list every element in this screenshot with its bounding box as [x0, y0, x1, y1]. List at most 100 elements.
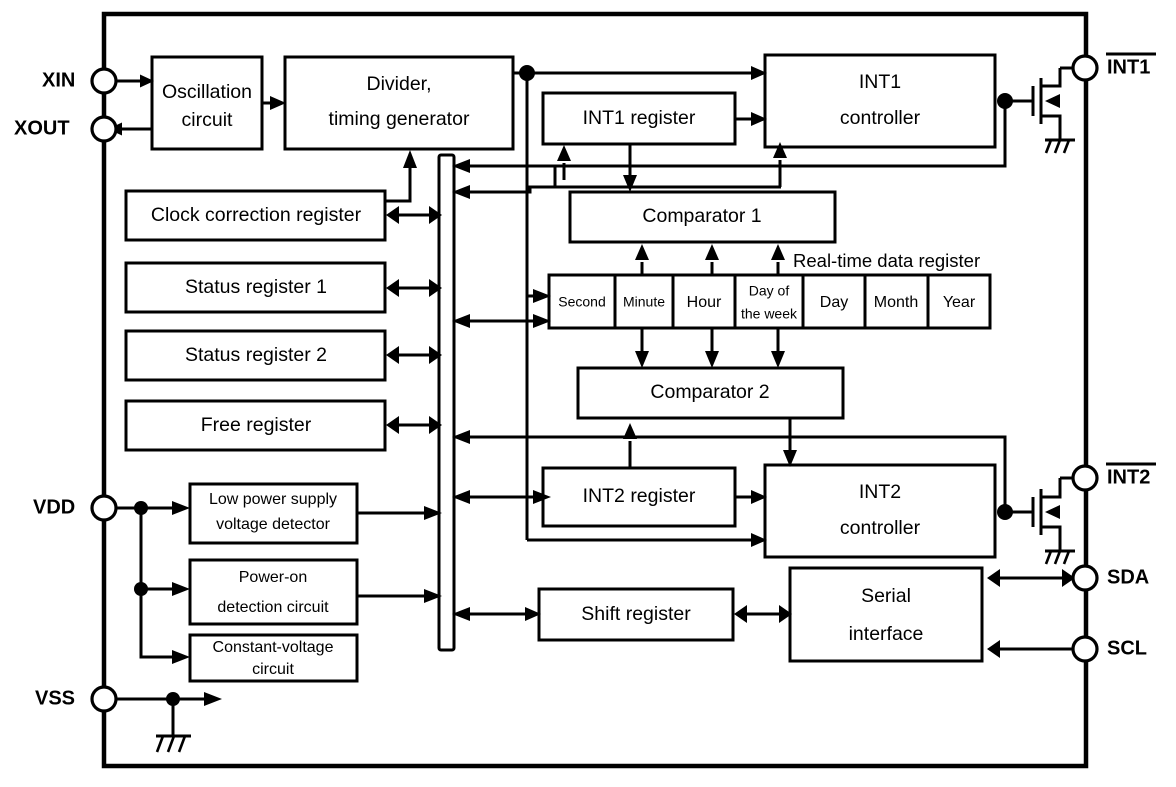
label-int2-register: INT2 register: [583, 485, 696, 507]
label-rtc-month: Month: [874, 294, 918, 311]
block-free-register: [124, 399, 387, 452]
arrow-hour-to-comp2: [705, 351, 719, 368]
arrow-int2ctrl-feedback-to-bus: [452, 430, 470, 444]
arrow-int1ctrl-feedback-to-bus: [452, 159, 470, 173]
transistor-arrow-int2: [1045, 505, 1060, 519]
arrow-int2reg-to-comp2: [623, 423, 637, 439]
pin-label-sda: SDA: [1107, 566, 1149, 588]
label-real-time-data-register: Real-time data register: [793, 250, 980, 271]
block-int2-controller: [763, 463, 997, 559]
label-rtc-second: Second: [558, 294, 605, 310]
int1-output-transistor: [1005, 68, 1075, 154]
label-serial-interface-line2: interface: [849, 623, 924, 645]
label-oscillation-line1: Oscillation: [162, 81, 252, 103]
label-int1-register: INT1 register: [583, 107, 696, 129]
pin-scl[interactable]: [1071, 635, 1099, 663]
label-rtc-day: Day: [820, 294, 848, 311]
pin-int1[interactable]: [1071, 54, 1099, 82]
arrow-free-right: [429, 416, 442, 434]
arrow-status1-right: [429, 279, 442, 297]
arrow-status2-right: [429, 346, 442, 364]
rtc-cell-month: [863, 273, 930, 330]
block-status-register-2: [124, 329, 387, 382]
label-low-power-line2: voltage detector: [216, 516, 331, 533]
label-low-power-line1: Low power supply: [209, 491, 337, 508]
pin-label-xout: XOUT: [14, 117, 70, 139]
arrow-bus-int2reg-left: [452, 490, 470, 504]
label-const-volt-line1: Constant-voltage: [213, 639, 334, 656]
arrow-int2reg-to-ctrl: [751, 490, 767, 504]
arrow-sda-out: [1062, 569, 1075, 587]
label-int1-controller-line2: controller: [840, 107, 921, 129]
block-low-power-supply-voltage-detector: [188, 482, 359, 545]
pin-vdd[interactable]: [90, 494, 118, 522]
arrow-status2-left: [386, 346, 399, 364]
label-clock-correction-register: Clock correction register: [151, 204, 362, 226]
label-power-on-line1: Power-on: [239, 569, 307, 586]
label-serial-interface-line1: Serial: [861, 585, 911, 607]
block-oscillation-circuit: [150, 55, 264, 151]
arrow-vdd-to-poweron: [172, 582, 190, 596]
pin-vss[interactable]: [90, 685, 118, 713]
pin-xin[interactable]: [90, 67, 118, 95]
arrow-minute-to-comp1: [635, 244, 649, 260]
block-status-register-1: [124, 261, 387, 314]
arrow-feedback2-to-bus: [452, 185, 470, 199]
arrow-comp2-to-int2ctrl: [783, 450, 797, 467]
arrow-clockcorr-left: [386, 206, 399, 224]
wire-vdd-to-constvolt: [139, 589, 176, 659]
rtc-cell-year: [926, 273, 992, 330]
arrow-bus-shiftreg-left: [452, 607, 470, 621]
arrow-vdd-to-lowpower: [172, 501, 190, 515]
pin-label-int2: INT2: [1107, 466, 1150, 488]
arrow-clockcorr-right: [429, 206, 442, 224]
internal-bus: [437, 153, 456, 652]
arrow-bus-rtc-right: [533, 314, 551, 328]
arrow-int1reg-to-ctrl: [751, 112, 767, 126]
pin-xout[interactable]: [90, 115, 118, 143]
wire-int1ctrl-feedback: [464, 101, 1007, 168]
arrow-clock-to-rtc: [533, 289, 551, 303]
rtc-cell-day: [801, 273, 867, 330]
label-status-register-2: Status register 2: [185, 344, 327, 366]
arrow-vdd-to-constvolt: [172, 650, 190, 664]
wire-feedback-2: [464, 185, 781, 194]
arrow-bus-rtc-left: [452, 314, 470, 328]
block-divider-timing-generator: [283, 55, 515, 151]
pin-label-xin: XIN: [42, 69, 75, 91]
label-rtc-minute: Minute: [623, 294, 665, 310]
pin-label-int1: INT1: [1107, 56, 1150, 78]
transistor-arrow-int1: [1045, 94, 1060, 108]
pin-label-scl: SCL: [1107, 637, 1147, 659]
arrow-poweron-to-bus: [424, 589, 442, 603]
pin-int2[interactable]: [1071, 464, 1099, 492]
arrow-scl-in: [987, 640, 1000, 658]
arrow-lowpower-to-bus: [424, 506, 442, 520]
label-status-register-1: Status register 1: [185, 276, 327, 298]
block-int1-register: [541, 91, 737, 146]
arrow-int1reg-to-comp1: [623, 175, 637, 192]
label-rtc-dow-line2: the week: [741, 306, 798, 322]
arrow-dow-to-comp2: [771, 351, 785, 368]
pin-label-vdd: VDD: [33, 496, 75, 518]
label-power-on-line2: detection circuit: [217, 599, 329, 616]
block-comparator-1: [568, 190, 837, 244]
block-constant-voltage-circuit: [188, 633, 359, 683]
pin-sda[interactable]: [1071, 564, 1099, 592]
label-comparator-1: Comparator 1: [642, 205, 761, 227]
block-shift-register: [537, 587, 735, 642]
arrow-clock-to-int2ctrl: [751, 533, 767, 547]
int2-output-transistor: [1005, 478, 1075, 565]
arrow-xin-to-osc: [140, 74, 154, 88]
pin-label-vss: VSS: [35, 687, 75, 709]
arrow-vss: [204, 692, 222, 706]
arrow-comp1-to-int1ctrl: [773, 142, 787, 158]
arrow-clockcorr-to-divider: [403, 150, 417, 168]
block-comparator-2: [576, 366, 845, 420]
arrow-status1-left: [386, 279, 399, 297]
arrow-up-int1reg: [557, 145, 571, 161]
arrow-hour-to-comp1: [705, 244, 719, 260]
arrow-osc-to-divider: [270, 96, 286, 110]
